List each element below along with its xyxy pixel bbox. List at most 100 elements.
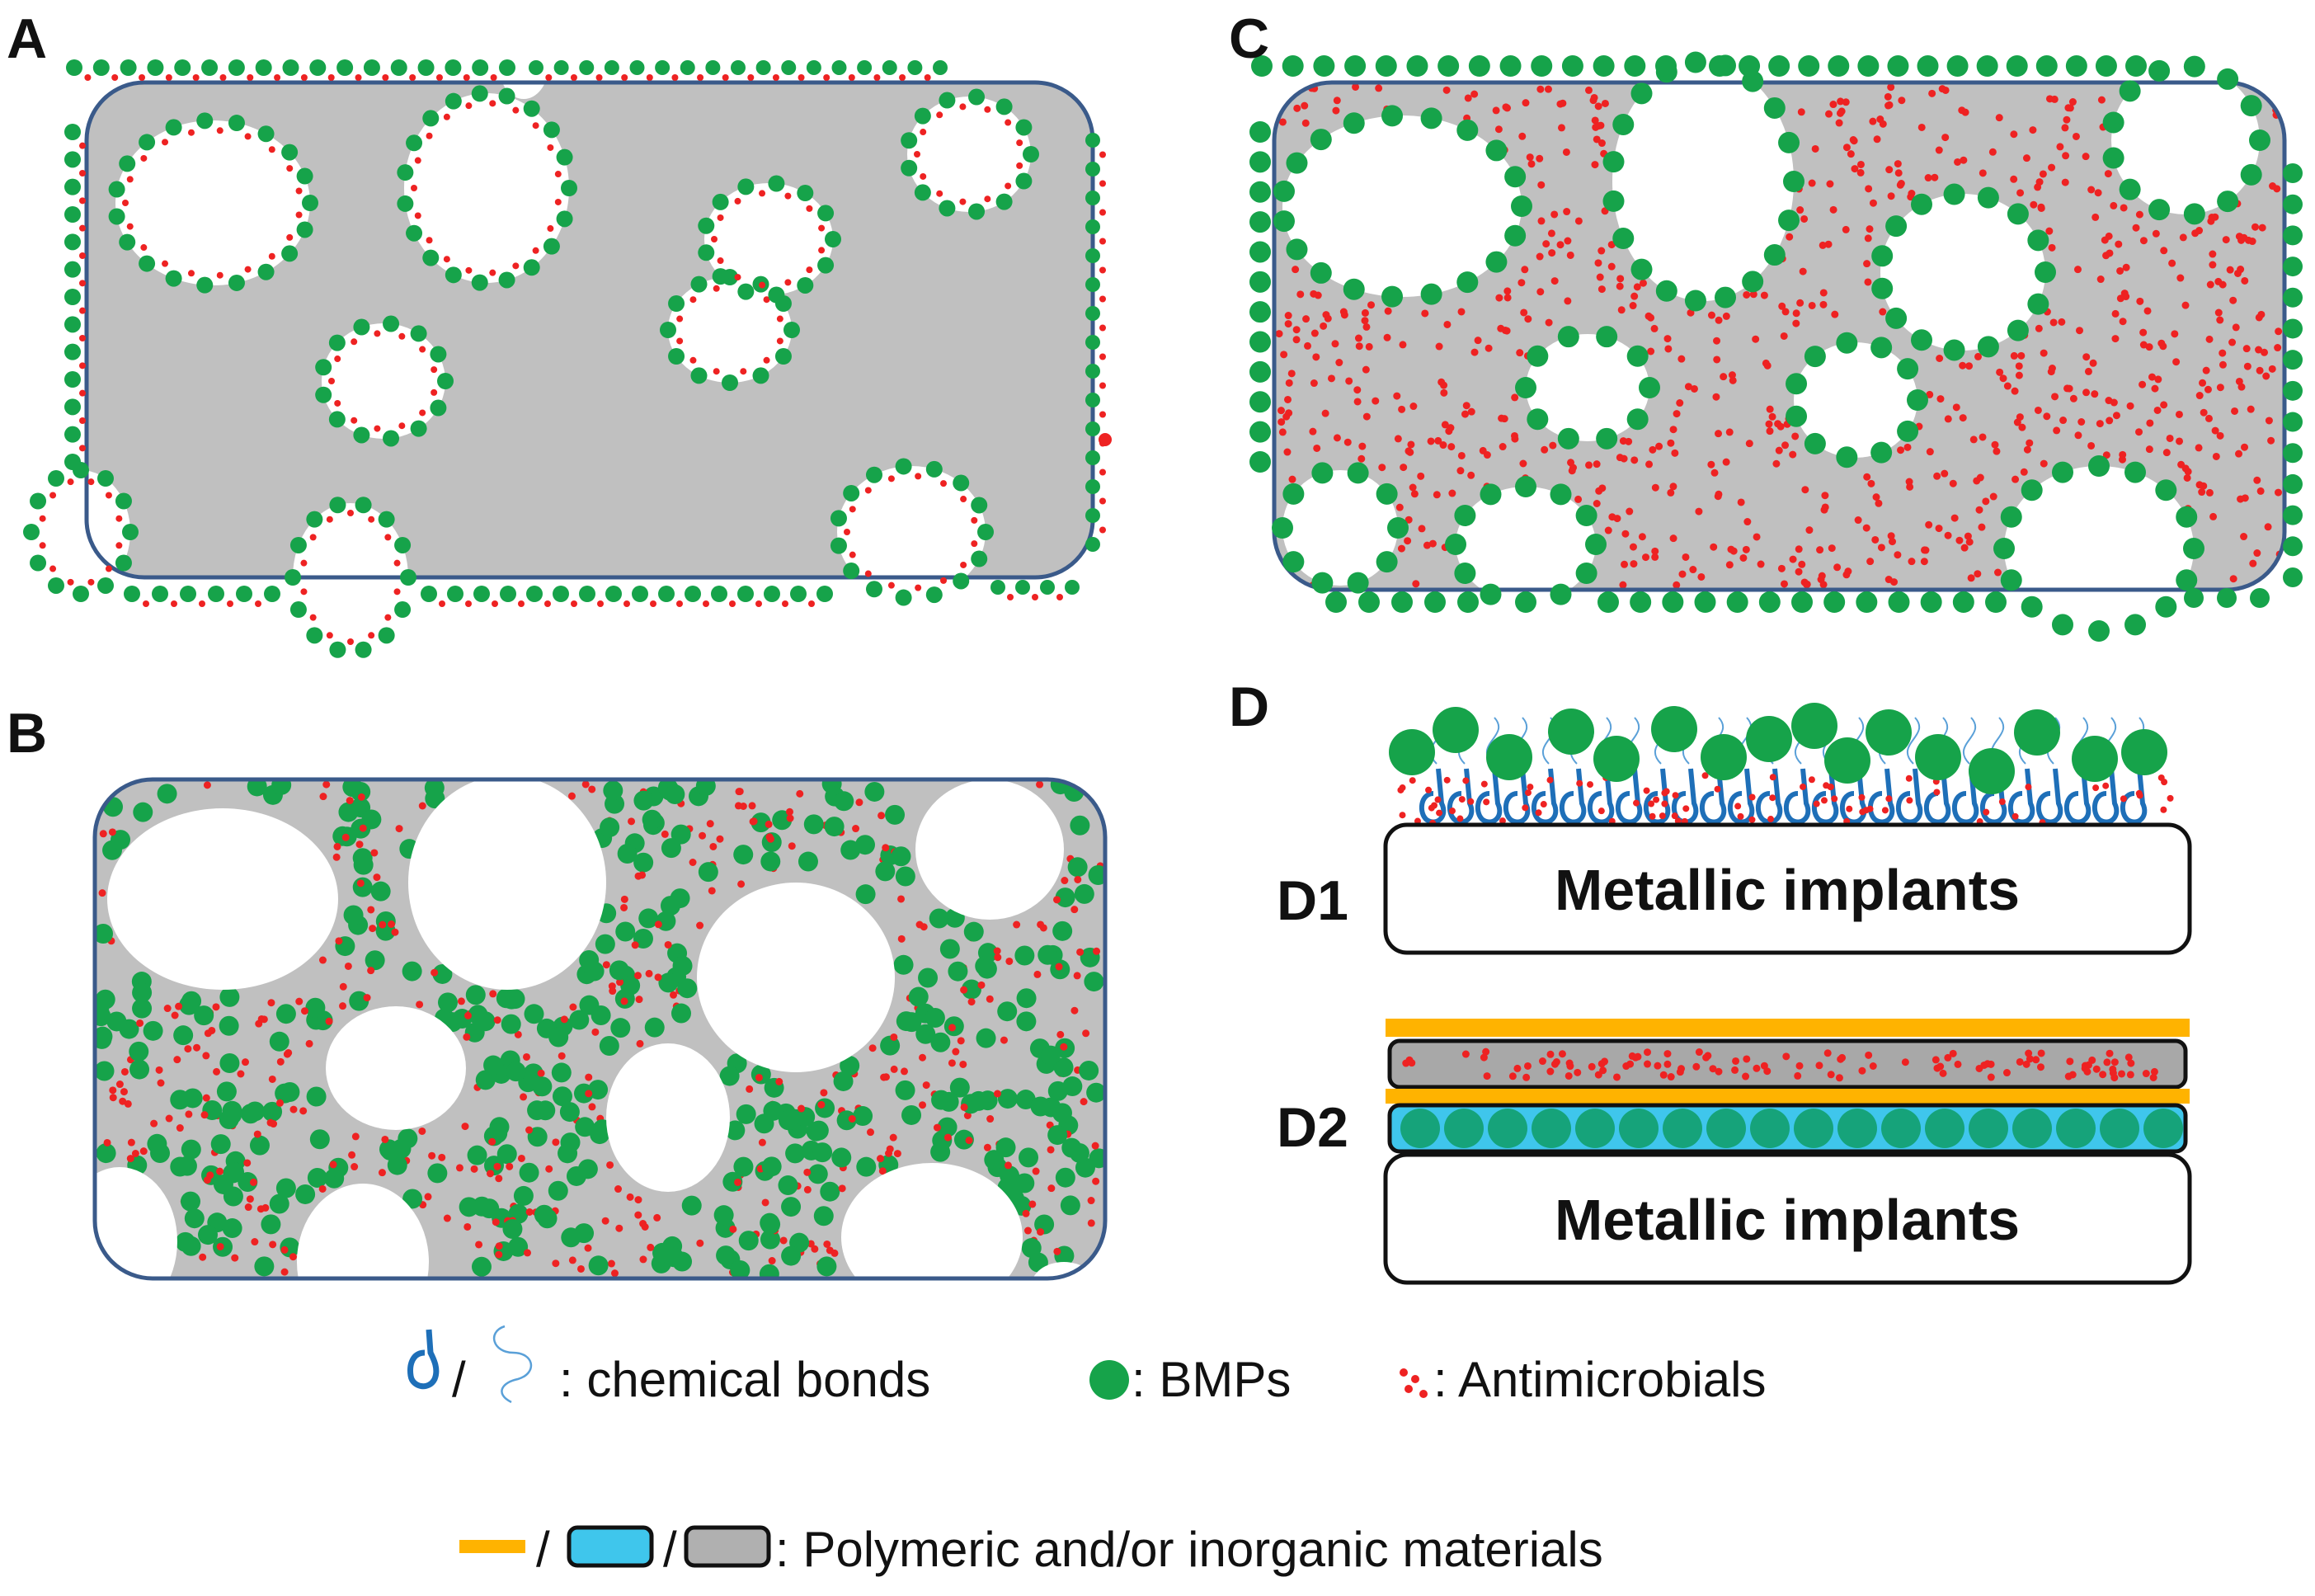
antimicrobial-particle (1447, 443, 1456, 451)
bmp-particle (552, 1086, 572, 1107)
antimicrobial-particle (1312, 353, 1320, 361)
bmp-particle (1969, 1109, 2008, 1148)
antimicrobial-particle (1949, 1049, 1957, 1057)
antimicrobial-particle (1710, 468, 1719, 477)
antimicrobial-particle (639, 1255, 647, 1264)
antimicrobial-particle (1965, 538, 1974, 546)
antimicrobial-particle (1748, 816, 1756, 823)
bmp-particle (427, 1163, 448, 1184)
antimicrobial-particle (1522, 1073, 1531, 1081)
antimicrobial-particle (1976, 473, 1984, 482)
antimicrobial-particle (1727, 545, 1735, 553)
antimicrobial-particle (87, 578, 95, 586)
antimicrobial-particle (2212, 452, 2220, 460)
antimicrobial-particle (1616, 454, 1624, 462)
bmp-particle (390, 59, 407, 76)
antimicrobial-particle (1483, 798, 1490, 806)
bmp-particle (1726, 591, 1748, 613)
bmp-particle (95, 989, 115, 1010)
antimicrobial-particle (1461, 410, 1470, 418)
antimicrobial-particle (885, 1149, 893, 1157)
antimicrobial-particle (806, 205, 813, 212)
antimicrobial-particle (341, 833, 350, 841)
bmp-particle (1515, 377, 1536, 398)
bmp-particle (400, 569, 416, 586)
antimicrobial-particle (2122, 293, 2130, 301)
antimicrobial-particle (977, 981, 986, 989)
antimicrobial-particle (200, 1111, 209, 1119)
antimicrobial-particle (645, 969, 653, 977)
antimicrobial-particle (1884, 101, 1893, 110)
bmp-particle (1272, 517, 1293, 539)
antimicrobial-particle (1099, 209, 1106, 216)
antimicrobial-particle (374, 425, 381, 432)
bmp-particle (1249, 360, 1271, 383)
antimicrobial-particle (1443, 320, 1452, 328)
antimicrobial-particle (609, 987, 617, 996)
bmp-particle (410, 325, 427, 342)
antimicrobial-particle (890, 1065, 898, 1073)
bmp-particle (445, 92, 462, 110)
antimicrobial-particle (818, 247, 826, 254)
antimicrobial-particle (1824, 240, 1833, 248)
bmp-particle (2283, 257, 2303, 277)
antimicrobial-particle (318, 1184, 327, 1193)
antimicrobial-particle (1650, 324, 1659, 332)
antimicrobial-particle (1819, 289, 1828, 297)
antimicrobial-particle (244, 133, 252, 140)
bmp-particle (2051, 614, 2073, 636)
bmp-particle (257, 263, 275, 280)
antimicrobial-particle (1601, 99, 1609, 107)
bmp-particle (705, 60, 721, 75)
bmp-particle (1746, 716, 1792, 762)
antimicrobial-particle (1537, 217, 1546, 225)
antimicrobial-particle (2267, 436, 2275, 445)
antimicrobial-particle (864, 570, 872, 577)
bmp-particle (1067, 857, 1088, 878)
antimicrobial-particle (243, 1159, 252, 1167)
antimicrobial-particle (1871, 535, 1880, 544)
antimicrobial-particle (255, 600, 261, 607)
antimicrobial-particle (2045, 95, 2054, 103)
antimicrobial-particle (1333, 97, 1341, 105)
antimicrobial-particle (2195, 392, 2204, 400)
antimicrobial-particle (1343, 438, 1352, 446)
pore (1456, 487, 1596, 590)
antimicrobial-particle (1074, 875, 1082, 883)
antimicrobial-particle (2160, 401, 2168, 409)
antimicrobial-particle (1799, 267, 1807, 275)
antimicrobial-particle (246, 1195, 254, 1203)
antimicrobial-particle (1552, 1058, 1560, 1066)
bmp-particle (1085, 393, 1100, 407)
antimicrobial-particle (1448, 807, 1456, 815)
bmp-particle (64, 343, 81, 360)
antimicrobial-particle (131, 1150, 139, 1158)
antimicrobial-particle (1564, 237, 1572, 245)
bmp-particle (680, 60, 695, 75)
antimicrobial-particle (628, 817, 636, 826)
chemical-bond (2035, 768, 2063, 825)
antimicrobial-particle (327, 74, 335, 81)
bmp-particle (1897, 358, 1919, 380)
antimicrobial-particle (431, 388, 438, 396)
antimicrobial-particle (1908, 558, 1916, 566)
bmp-particle (558, 1143, 578, 1164)
bmp-particle (306, 627, 323, 644)
bmp-particle (1596, 326, 1618, 348)
antimicrobial-particle (1633, 283, 1641, 291)
antimicrobial-particle (398, 332, 406, 340)
antimicrobial-particle (426, 237, 433, 244)
antimicrobial-particle (1661, 800, 1668, 807)
antimicrobial-particle (2120, 204, 2128, 212)
antimicrobial-particle (623, 600, 630, 607)
bmp-particle (1824, 737, 1870, 784)
bmp-particle (1663, 1109, 1702, 1148)
antimicrobial-particle (699, 831, 707, 840)
bmp-particle (2283, 473, 2303, 494)
bmp-particle (2283, 567, 2303, 587)
antimicrobial-particle (957, 1037, 965, 1045)
bmp-particle (925, 1007, 945, 1028)
antimicrobial-particle (419, 346, 426, 353)
bmp-particle (95, 924, 114, 944)
bmp-particle (1596, 427, 1618, 450)
